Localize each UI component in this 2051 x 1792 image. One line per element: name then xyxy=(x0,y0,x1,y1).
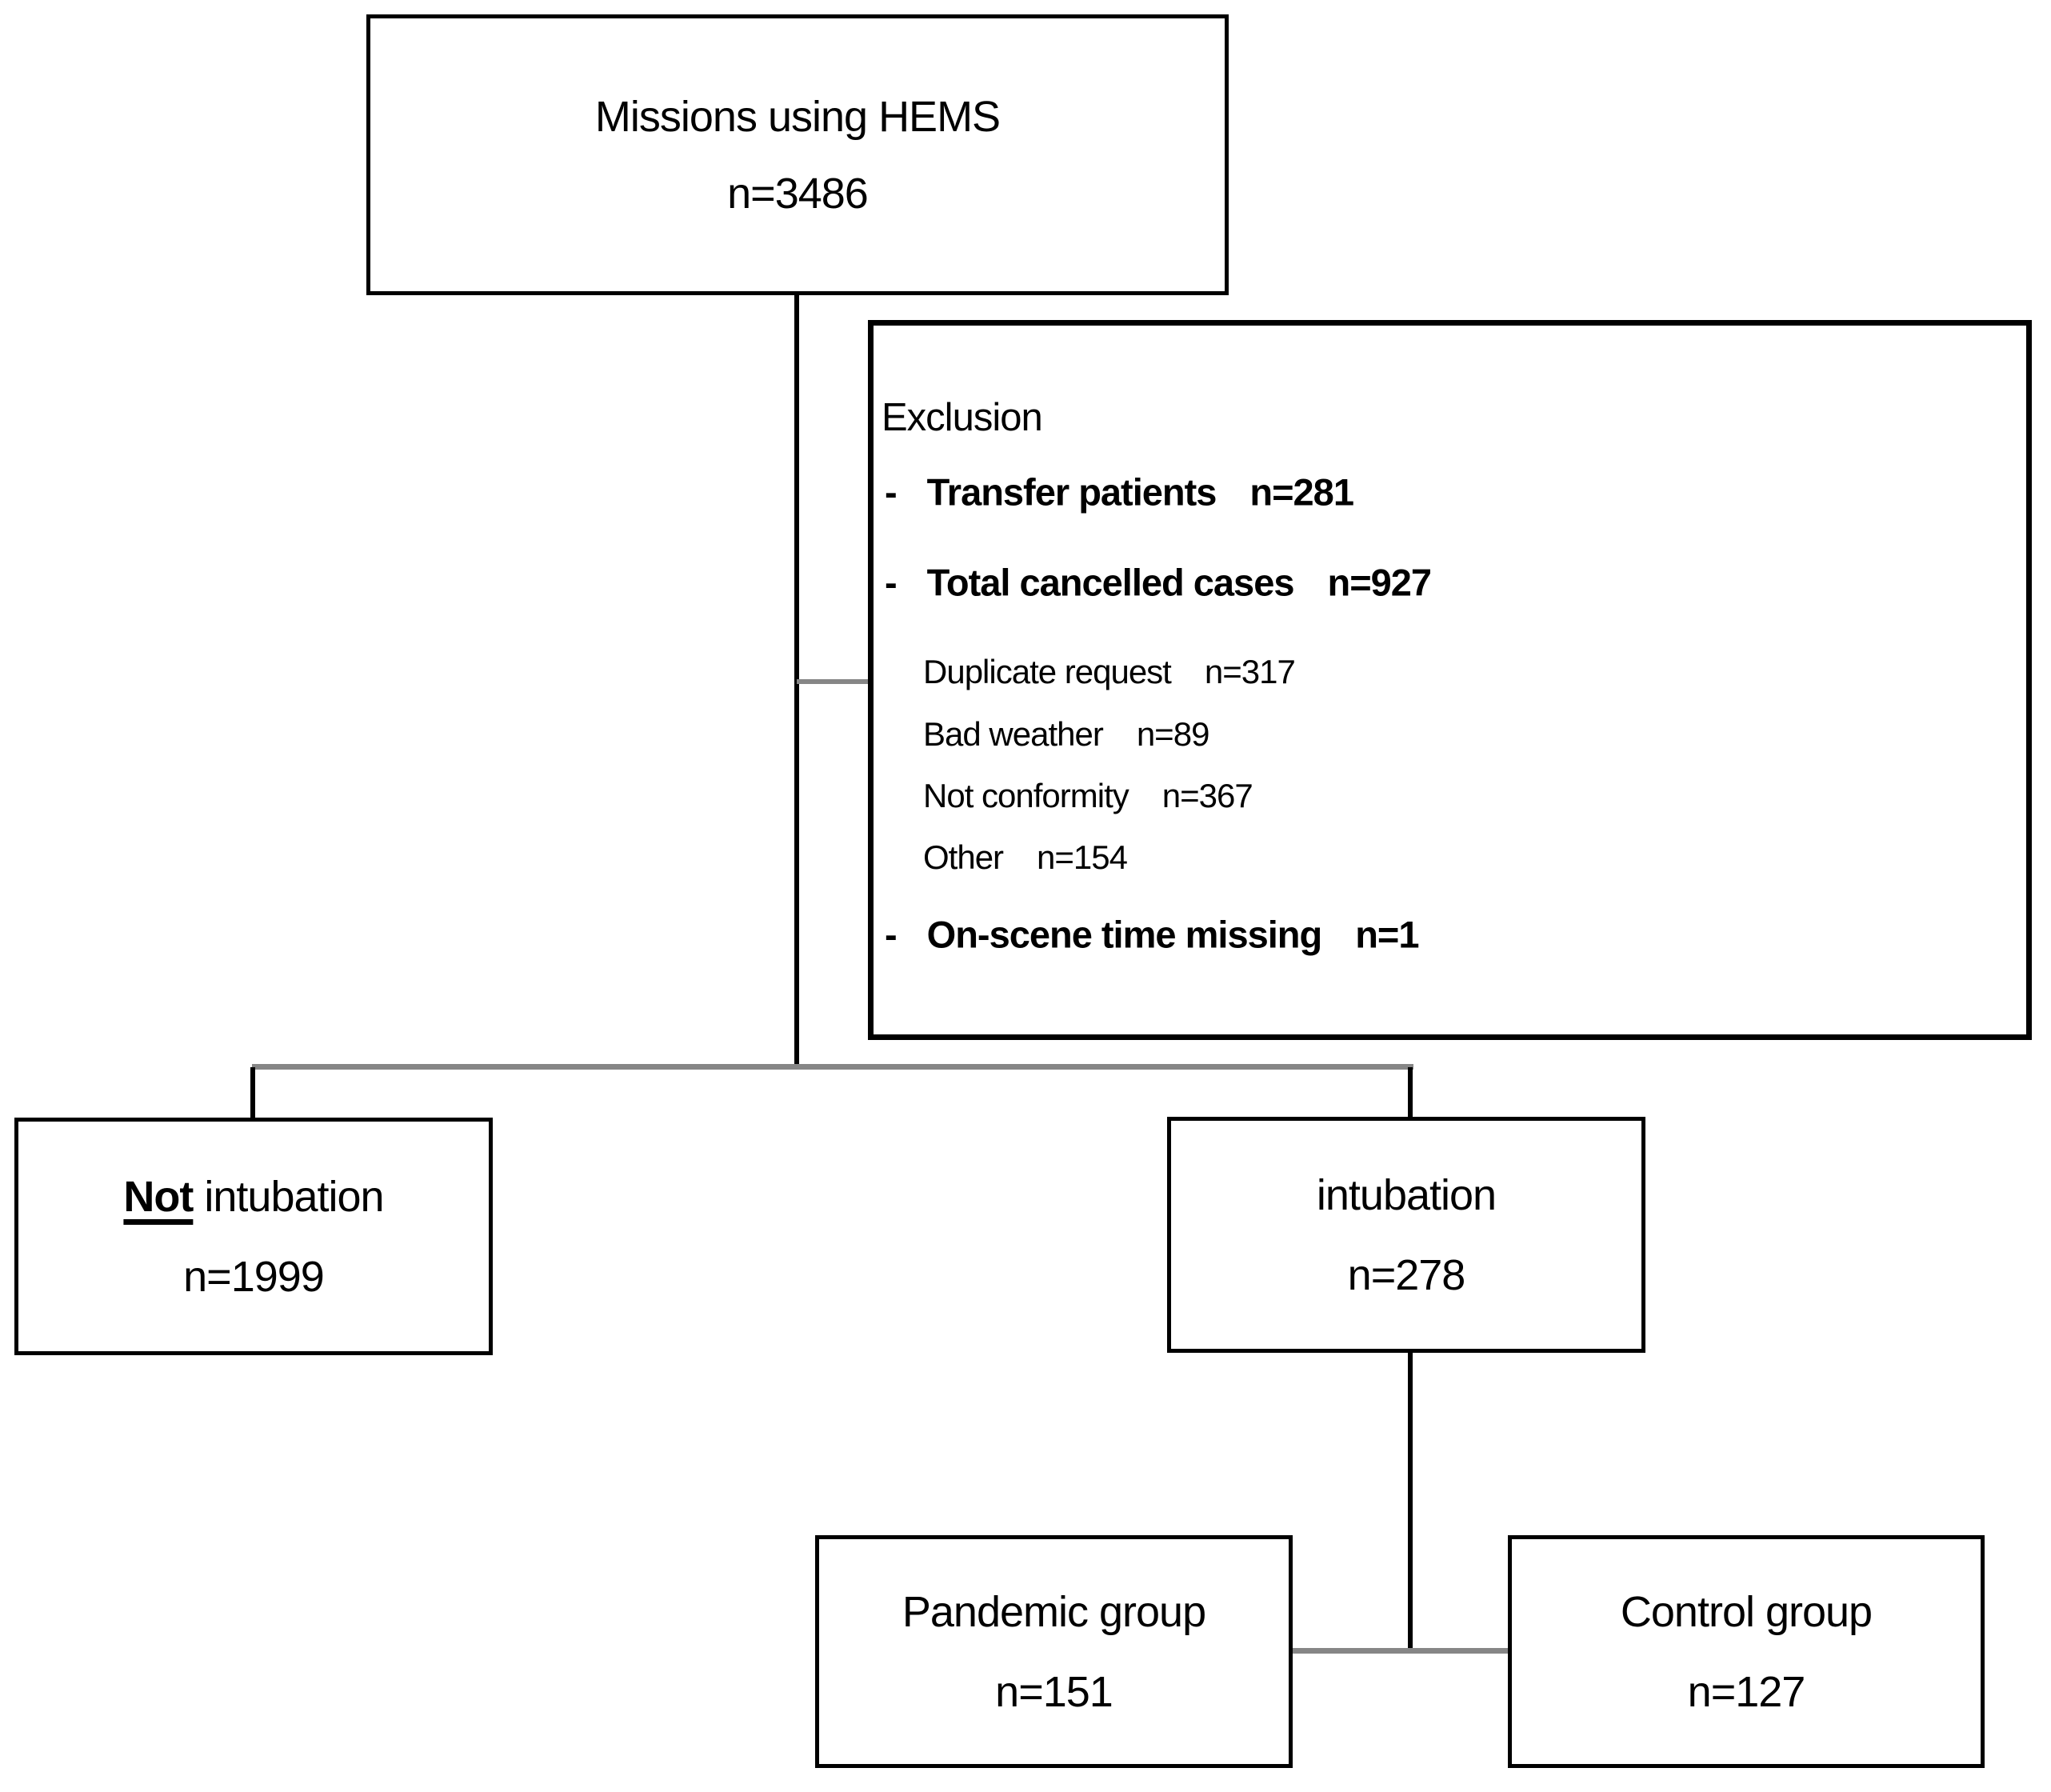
exclusion-item-transfer-patients: -Transfer patients n=281 xyxy=(885,470,1354,514)
bullet-dash: - xyxy=(885,913,898,956)
exclusion-item-cancelled-cases: -Total cancelled cases n=927 xyxy=(885,561,1432,605)
intubation-box-title: intubation xyxy=(1316,1170,1497,1219)
exclusion-subitem-other: Other n=154 xyxy=(923,838,1128,877)
exclusion-item-label: On-scene time missing xyxy=(926,913,1323,956)
control-group-count: n=127 xyxy=(1687,1667,1806,1716)
connector-left-stub xyxy=(250,1067,255,1119)
exclusion-subitem-value: n=89 xyxy=(1136,715,1210,753)
intubation-box: intubation n=278 xyxy=(1167,1117,1645,1353)
exclusion-item-onscene-missing: -On-scene time missing n=1 xyxy=(885,913,1420,957)
exclusion-subitem-value: n=154 xyxy=(1037,838,1128,876)
control-group-box: Control group n=127 xyxy=(1508,1535,1985,1768)
pandemic-group-count: n=151 xyxy=(995,1667,1113,1716)
exclusion-item-label: Total cancelled cases xyxy=(926,561,1295,604)
connector-split-horizontal xyxy=(252,1064,1413,1070)
pandemic-group-box: Pandemic group n=151 xyxy=(815,1535,1293,1768)
connector-bottom-horizontal xyxy=(1293,1648,1508,1654)
exclusion-subitem-label: Other xyxy=(923,838,1004,876)
exclusion-title: Exclusion xyxy=(882,396,1043,439)
missions-box-title: Missions using HEMS xyxy=(594,92,1001,141)
intubation-word: intubation xyxy=(204,1172,384,1221)
exclusion-item-label: Transfer patients xyxy=(926,470,1217,514)
exclusion-item-value: n=1 xyxy=(1355,913,1419,956)
pandemic-group-title: Pandemic group xyxy=(902,1587,1206,1636)
control-group-title: Control group xyxy=(1620,1587,1873,1636)
missions-box: Missions using HEMS n=3486 xyxy=(366,14,1229,295)
not-word: Not xyxy=(123,1172,194,1221)
intubation-box-count: n=278 xyxy=(1347,1250,1466,1299)
connector-intubation-vertical xyxy=(1408,1353,1413,1652)
exclusion-item-value: n=927 xyxy=(1327,561,1432,604)
connector-exclusion-stub xyxy=(797,679,870,684)
connector-right-stub xyxy=(1408,1067,1413,1118)
exclusion-subitem-label: Duplicate request xyxy=(923,653,1172,690)
missions-box-count: n=3486 xyxy=(727,169,869,218)
exclusion-item-value: n=281 xyxy=(1249,470,1354,514)
exclusion-subitem-bad-weather: Bad weather n=89 xyxy=(923,715,1209,754)
not-intubation-box-count: n=1999 xyxy=(183,1252,325,1301)
exclusion-subitem-duplicate-request: Duplicate request n=317 xyxy=(923,653,1296,691)
exclusion-subitem-label: Bad weather xyxy=(923,715,1104,753)
exclusion-subitem-value: n=367 xyxy=(1161,777,1253,814)
bullet-dash: - xyxy=(885,561,898,604)
exclusion-subitem-label: Not conformity xyxy=(923,777,1129,814)
bullet-dash: - xyxy=(885,470,898,514)
exclusion-subitem-not-conformity: Not conformity n=367 xyxy=(923,777,1253,815)
exclusion-subitem-value: n=317 xyxy=(1204,653,1296,690)
